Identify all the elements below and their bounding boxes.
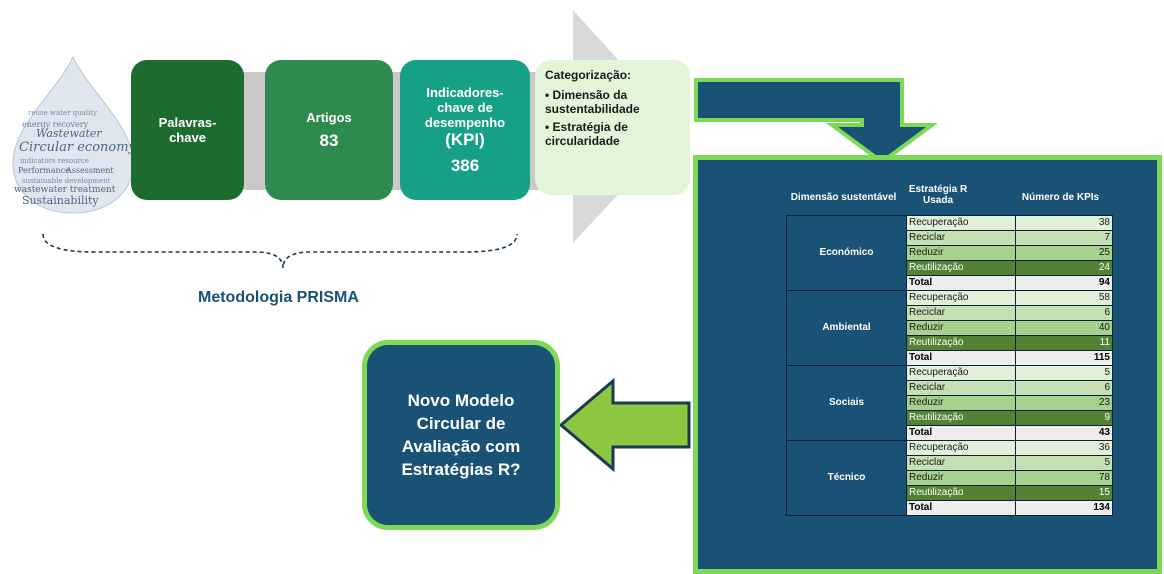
svg-text:sustainable development: sustainable development (22, 177, 111, 185)
categorization-title: Categorização: (545, 68, 632, 82)
header-count: Número de KPIs (1021, 192, 1100, 203)
word-wastewater: Wastewater (36, 127, 102, 140)
kpi-count-cell: 43 (1015, 425, 1113, 441)
strategy-cell: Reutilização (906, 410, 1016, 426)
categorization-item-dimension: • Dimensão da sustentabilidade (545, 88, 640, 116)
kpi-count-cell: 5 (1015, 455, 1113, 471)
kpi-count-cell: 15 (1015, 485, 1113, 501)
kpi-count-cell: 7 (1015, 230, 1113, 246)
word-performance: Performance (18, 166, 70, 175)
articles-label: Artigos (306, 109, 352, 125)
svg-text:indicators resource: indicators resource (20, 157, 89, 165)
kpi-count-cell: 134 (1015, 500, 1113, 516)
keywords-label: Palavras-chave (158, 115, 217, 145)
kpi-count-cell: 11 (1015, 335, 1113, 351)
kpi-count-cell: 36 (1015, 440, 1113, 456)
kpi-count-cell: 24 (1015, 260, 1113, 276)
kpi-count-cell: 94 (1015, 275, 1113, 291)
strategy-cell: Reutilização (906, 335, 1016, 351)
kpi-count-cell: 9 (1015, 410, 1113, 426)
kpi-box: Indicadores-chave de desempenho (KPI) 38… (400, 60, 530, 200)
strategy-cell: Reduzir (906, 245, 1016, 261)
kpi-label: Indicadores-chave de desempenho (424, 84, 506, 130)
kpi-count-cell: 23 (1015, 395, 1113, 411)
dimension-cell: Sociais (786, 365, 907, 441)
categorization-box: Categorização: • Dimensão da sustentabil… (535, 60, 690, 195)
word-sustainability: Sustainability (22, 194, 99, 207)
strategy-cell: Reduzir (906, 320, 1016, 336)
header-strategy: Estratégia R Usada (908, 184, 968, 206)
dimension-cell: Técnico (786, 440, 907, 516)
header-dimension: Dimensão sustentável (790, 192, 897, 203)
keywords-box: Palavras-chave (131, 60, 244, 200)
kpi-count: 386 (450, 155, 480, 175)
categorization-item-strategy: • Estratégia de circularidade (545, 120, 628, 148)
strategy-cell: Recuperação (906, 440, 1016, 456)
strategy-cell: Reciclar (906, 455, 1016, 471)
kpi-count-cell: 25 (1015, 245, 1113, 261)
kpi-count-cell: 58 (1015, 290, 1113, 306)
articles-count: 83 (319, 130, 339, 150)
kpi-count-cell: 78 (1015, 470, 1113, 486)
kpi-table-panel: Dimensão sustentável Estratégia R Usada … (693, 155, 1162, 574)
strategy-cell: Reutilização (906, 260, 1016, 276)
connector-1 (240, 72, 268, 190)
strategy-cell: Reduzir (906, 395, 1016, 411)
strategy-cell: Recuperação (906, 215, 1016, 231)
word-cloud-drop: reuse water quality energy recovery Wast… (12, 55, 137, 214)
bent-arrow (694, 78, 939, 165)
left-arrow (558, 377, 691, 473)
kpi-count-cell: 5 (1015, 365, 1113, 381)
new-model-box: Novo Modelo Circular de Avaliação com Es… (362, 340, 560, 530)
dimension-cell: Económico (786, 215, 907, 291)
strategy-cell: Reciclar (906, 305, 1016, 321)
strategy-cell: Reciclar (906, 230, 1016, 246)
dimension-cell: Ambiental (786, 290, 907, 366)
kpi-abbrev: (KPI) (445, 129, 485, 149)
svg-text:energy recovery: energy recovery (22, 120, 89, 129)
kpi-count-cell: 6 (1015, 305, 1113, 321)
strategy-cell: Total (906, 350, 1016, 366)
prisma-label: Metodologia PRISMA (198, 289, 359, 306)
strategy-cell: Recuperação (906, 365, 1016, 381)
strategy-cell: Recuperação (906, 290, 1016, 306)
kpi-count-cell: 40 (1015, 320, 1113, 336)
strategy-cell: Total (906, 425, 1016, 441)
kpi-count-cell: 38 (1015, 215, 1113, 231)
prisma-brace (42, 233, 518, 269)
strategy-cell: Reduzir (906, 470, 1016, 486)
kpi-count-cell: 115 (1015, 350, 1113, 366)
new-model-text: Novo Modelo Circular de Avaliação com Es… (401, 391, 521, 479)
strategy-cell: Total (906, 500, 1016, 516)
strategy-cell: Reutilização (906, 485, 1016, 501)
articles-box: Artigos 83 (265, 60, 393, 200)
word-circular-economy: Circular economy (19, 140, 137, 155)
svg-text:reuse water quality: reuse water quality (28, 109, 97, 117)
word-assessment: Assessment (65, 166, 114, 175)
kpi-count-cell: 6 (1015, 380, 1113, 396)
strategy-cell: Total (906, 275, 1016, 291)
word-wastewater-treatment: wastewater treatment (14, 185, 116, 195)
strategy-cell: Reciclar (906, 380, 1016, 396)
